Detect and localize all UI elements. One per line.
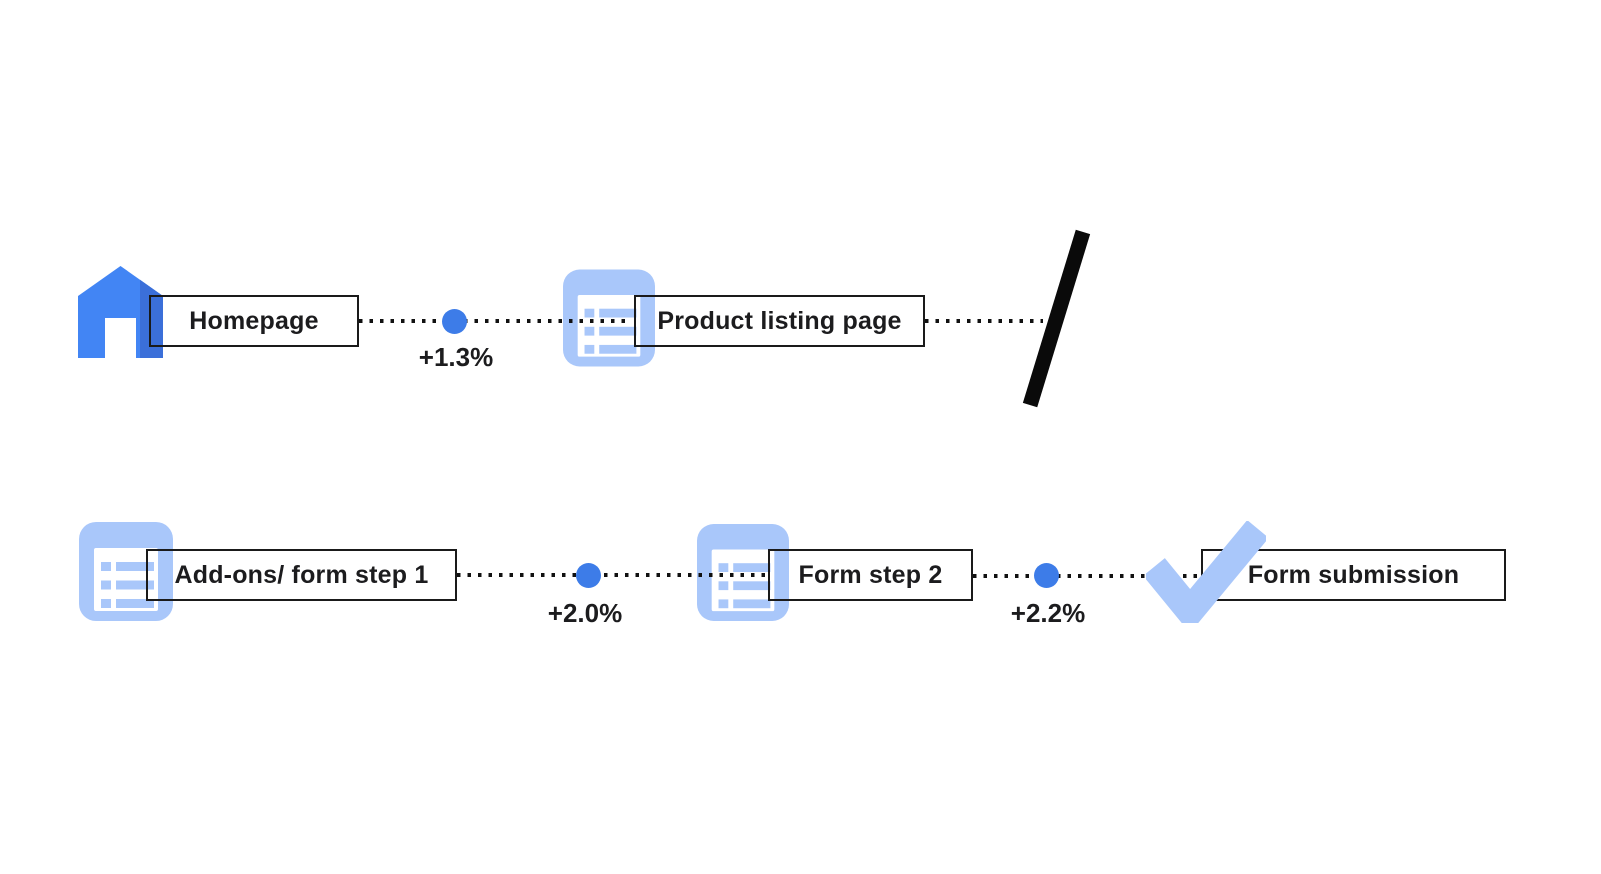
check-icon — [1146, 521, 1266, 623]
step-label-form-step2: Form step 2 — [768, 549, 973, 601]
step-label-product-listing-text: Product listing page — [657, 306, 902, 335]
list-icon — [563, 269, 655, 367]
uplift-addons-formstep2: +2.0% — [547, 598, 623, 628]
step-label-form-step2-text: Form step 2 — [798, 560, 943, 589]
step-label-form-submission-text: Form submission — [1247, 560, 1460, 589]
list-icon — [697, 524, 789, 621]
step-label-homepage: Homepage — [149, 295, 359, 347]
connector-line-formstep2-submission — [973, 574, 1199, 578]
connector-line-product-break — [925, 319, 1043, 323]
uplift-formstep2-submission: +2.2% — [1010, 598, 1086, 628]
connector-line-addons-formstep2 — [457, 573, 766, 577]
step-label-product-listing: Product listing page — [634, 295, 925, 347]
connector-dot-formstep2-submission — [1034, 563, 1059, 588]
connector-dot-addons-formstep2 — [576, 563, 601, 588]
step-label-addons-text: Add-ons/ form step 1 — [174, 560, 429, 589]
connector-line-homepage-product — [359, 319, 632, 323]
list-icon — [79, 522, 173, 621]
uplift-homepage-product: +1.3% — [418, 342, 494, 372]
step-label-addons: Add-ons/ form step 1 — [146, 549, 457, 601]
connector-dot-homepage-product — [442, 309, 467, 334]
home-icon — [78, 266, 163, 358]
step-label-homepage-text: Homepage — [189, 306, 319, 335]
step-label-form-submission: Form submission — [1201, 549, 1506, 601]
